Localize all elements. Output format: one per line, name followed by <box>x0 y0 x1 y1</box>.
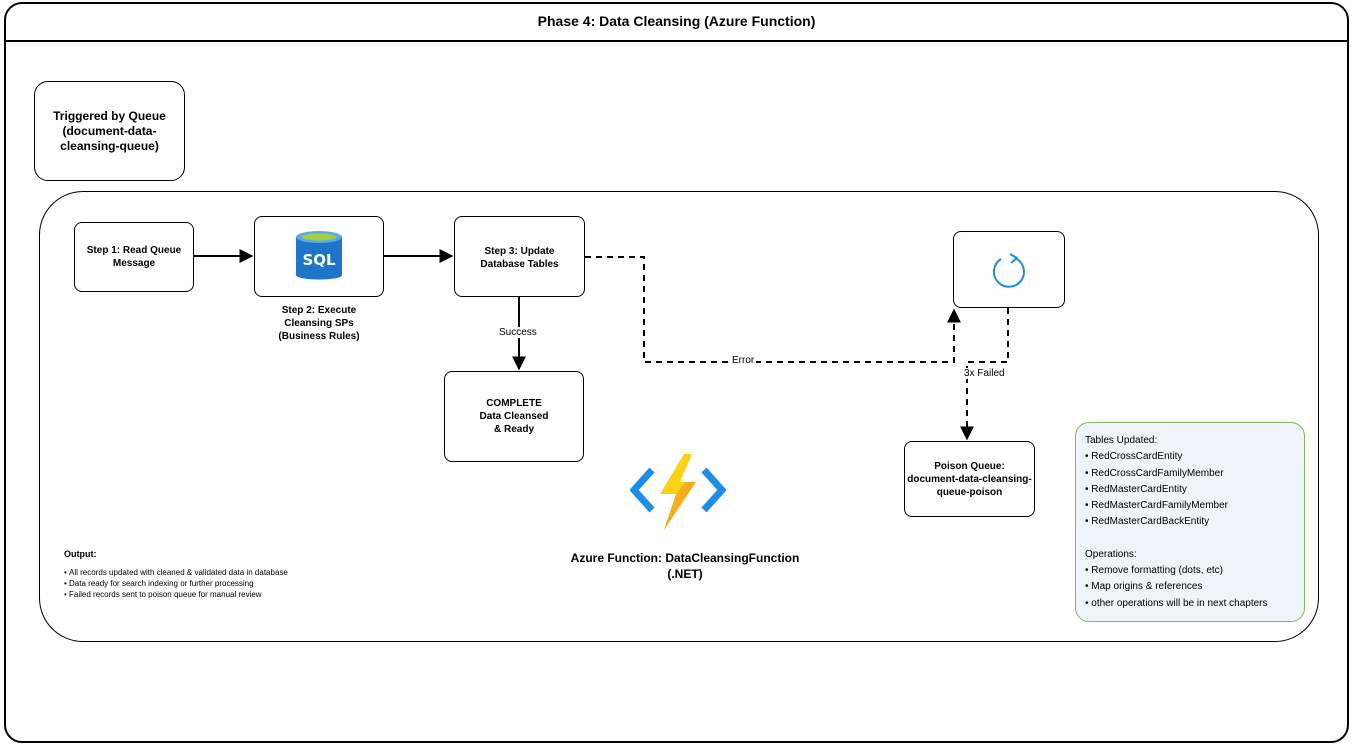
output-item: All records updated with cleaned & valid… <box>64 568 394 579</box>
function-container <box>39 191 1319 642</box>
table-item: RedMasterCardEntity <box>1085 482 1295 498</box>
table-item: RedMasterCardFamilyMember <box>1085 498 1295 514</box>
tables-heading: Tables Updated: <box>1085 435 1158 446</box>
trigger-box: Triggered by Queue (document-data- clean… <box>34 81 185 181</box>
retry-icon <box>992 252 1025 288</box>
edge-label-failed: 3x Failed <box>962 368 1007 379</box>
sql-step-box: SQL <box>254 216 384 297</box>
output-item: Data ready for search indexing or furthe… <box>64 579 394 590</box>
azure-function-label: Azure Function: DataCleansingFunction (.… <box>570 551 800 582</box>
operation-item: Map origins & references <box>1085 579 1295 595</box>
table-item: RedCrossCardEntity <box>1085 449 1295 465</box>
operation-item: Remove formatting (dots, etc) <box>1085 563 1295 579</box>
output-item: Failed records sent to poison queue for … <box>64 590 394 601</box>
edge-label-success: Success <box>497 327 539 338</box>
table-item: RedMasterCardBackEntity <box>1085 514 1295 530</box>
table-item: RedCrossCardFamilyMember <box>1085 466 1295 482</box>
operation-item: other operations will be in next chapter… <box>1085 596 1295 612</box>
tables-updated-panel: Tables Updated: RedCrossCardEntity RedCr… <box>1075 422 1305 622</box>
poison-queue-box: Poison Queue: document-data-cleansing- q… <box>904 441 1035 517</box>
sql-database-icon: SQL <box>296 230 342 279</box>
step3-update-tables: Step 3: Update Database Tables <box>454 216 585 297</box>
output-notes: Output: All records updated with cleaned… <box>64 548 394 601</box>
complete-box: COMPLETE Data Cleansed & Ready <box>444 371 584 462</box>
step1-read-queue: Step 1: Read Queue Message <box>74 222 194 292</box>
edge-retry-poison <box>960 308 1009 441</box>
sql-icon-text: SQL <box>302 251 336 269</box>
azure-function-icon <box>630 454 726 530</box>
operations-heading: Operations: <box>1085 548 1137 560</box>
diagram-title: Phase 4: Data Cleansing (Azure Function) <box>4 2 1349 42</box>
retry-box <box>953 231 1065 308</box>
edge-label-error: Error <box>730 355 757 366</box>
output-heading: Output: <box>64 549 97 559</box>
edge-step3-retry <box>585 256 961 363</box>
step2-label: Step 2: Execute Cleansing SPs (Business … <box>278 305 360 342</box>
